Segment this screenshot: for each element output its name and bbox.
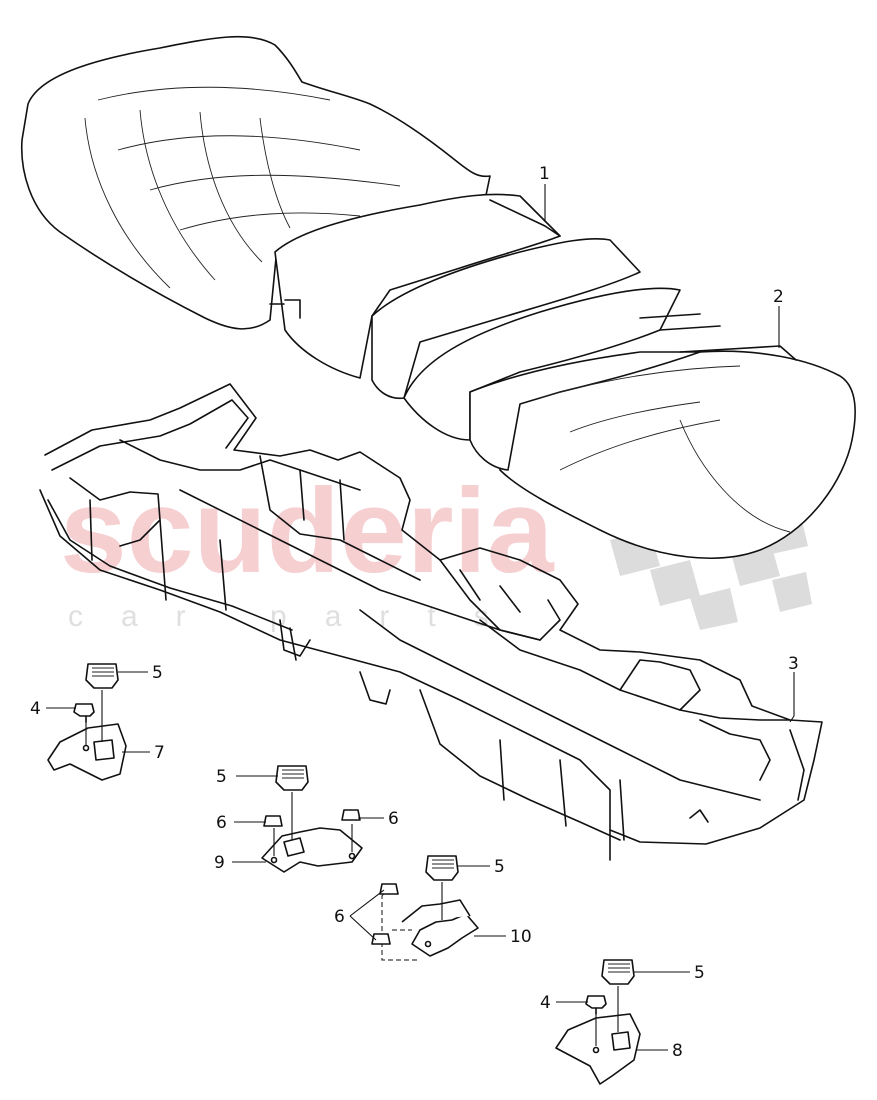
bracket-9-assembly: [261, 765, 363, 873]
nut-icon: [371, 933, 391, 945]
screw-icon: [585, 995, 607, 1015]
callout-9: 9: [214, 853, 225, 873]
watermark-sub: car parts: [68, 600, 527, 633]
seat-cushion-front: [469, 313, 856, 559]
clip-nut-icon: [85, 663, 119, 689]
callout-6: 6: [388, 809, 399, 829]
watermark-brand: scuderia: [60, 464, 555, 598]
seat-cushion-rear: [20, 35, 681, 441]
screw-icon: [73, 703, 95, 723]
bracket-10-assembly: [371, 855, 479, 961]
nut-icon: [341, 809, 361, 821]
clip-nut-icon: [275, 765, 309, 791]
callout-5: 5: [694, 963, 705, 983]
callout-5: 5: [152, 663, 163, 683]
leader-lines: [46, 184, 795, 1051]
callout-5: 5: [494, 857, 505, 877]
bracket-8-assembly: [555, 959, 641, 1085]
callout-5: 5: [216, 767, 227, 787]
callout-1: 1: [539, 164, 550, 184]
clip-nut-icon: [425, 855, 459, 881]
callout-4: 4: [540, 993, 551, 1013]
callout-8: 8: [672, 1041, 683, 1061]
nut-icon: [379, 883, 399, 895]
nut-icon: [263, 815, 283, 827]
callout-2: 2: [773, 287, 784, 307]
seat-wire-frame: [39, 383, 823, 861]
callout-6: 6: [216, 813, 227, 833]
clip-nut-icon: [601, 959, 635, 985]
callout-4: 4: [30, 699, 41, 719]
callout-labels: 1 2 3 4 4 5 5 5 5 6 6 6 7 8 9 10: [30, 164, 799, 1061]
callout-7: 7: [154, 743, 165, 763]
callout-6: 6: [334, 907, 345, 927]
callout-10: 10: [510, 927, 532, 947]
callout-3: 3: [788, 654, 799, 674]
bracket-7-assembly: [47, 663, 127, 781]
